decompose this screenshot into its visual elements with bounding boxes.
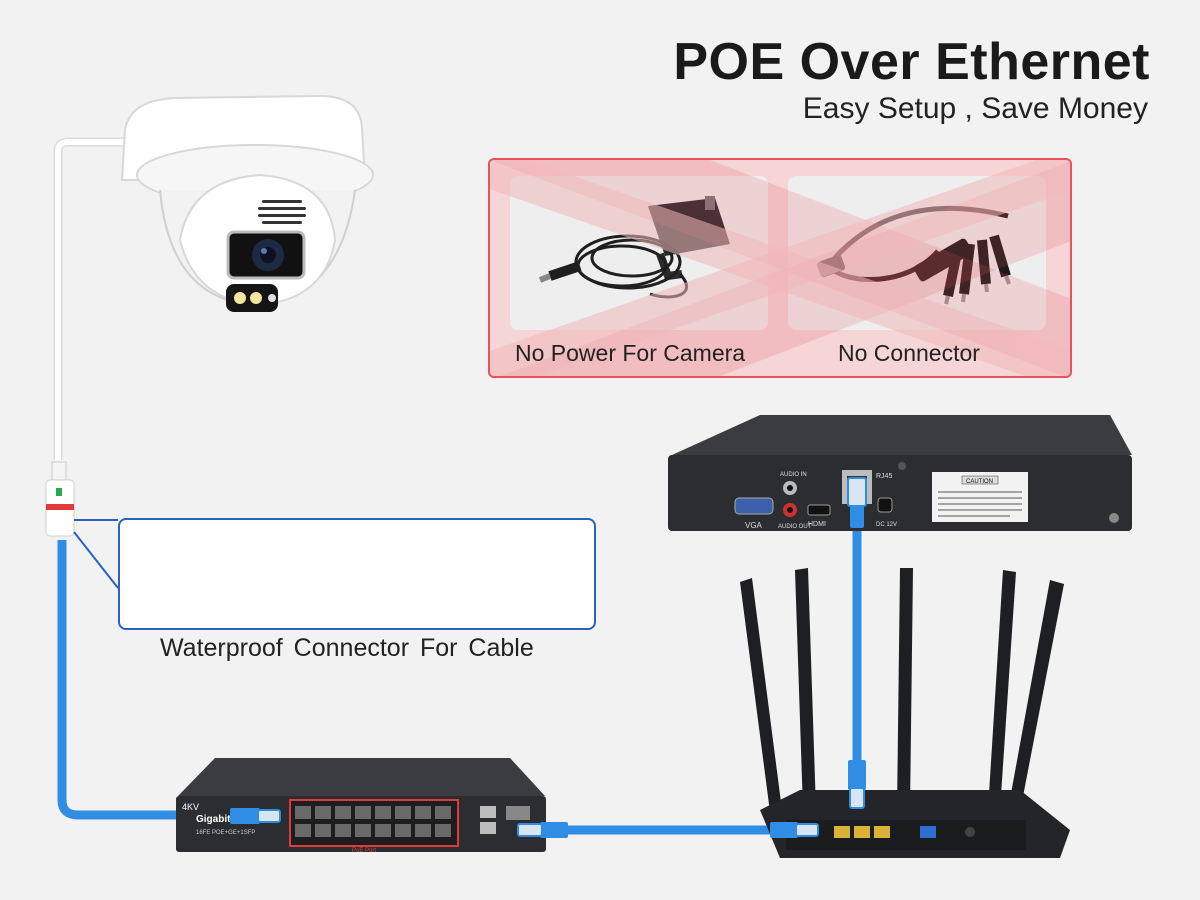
switch-port [355, 824, 371, 837]
switch-port [395, 824, 411, 837]
not-needed-panel: No Power For Camera No Connector [488, 158, 1072, 378]
switch-model-title: Gigabit [196, 814, 231, 825]
switch-cable-plugs [230, 808, 568, 838]
switch-model: 16FE POE+GE+1SFP [196, 830, 255, 836]
waterproof-label: Waterproof Connector For Cable [160, 634, 534, 662]
nvr-hdmi-label: HDMI [808, 521, 826, 528]
nvr-audio-in-label: AUDIO IN [780, 472, 807, 478]
switch-port [335, 806, 351, 819]
switch-port [295, 824, 311, 837]
switch-port [335, 824, 351, 837]
dome-camera [120, 94, 374, 312]
camera-connector [45, 461, 75, 537]
switch-port [395, 806, 411, 819]
nvr-vga-label: VGA [745, 521, 763, 530]
waterproof-callout-frame [118, 518, 596, 630]
poe-switch: 4KV Gigabit 16FE POE+GE+1SFP PoE Port [176, 758, 546, 854]
switch-port [315, 806, 331, 819]
switch-port [435, 806, 451, 819]
switch-port [435, 824, 451, 837]
nvr-rj45-label: RJ45 [876, 473, 892, 480]
cross-out-mark [490, 160, 1070, 376]
nvr-dc-label: DC 12V [876, 522, 897, 528]
switch-poe-port-label: PoE Port [352, 848, 376, 854]
nvr-cable-plug [847, 477, 867, 528]
switch-port [315, 824, 331, 837]
nvr-recorder: VGA AUDIO IN AUDIO OUT HDMI RJ45 DC 12V … [668, 415, 1132, 531]
nvr-audio-out-label: AUDIO OUT [778, 524, 812, 530]
switch-port [375, 824, 391, 837]
switch-brand: 4KV [182, 802, 199, 812]
page-subtitle: Easy Setup , Save Money [802, 92, 1148, 125]
router-cable-plugs [770, 760, 866, 838]
page-title: POE Over Ethernet [673, 33, 1150, 91]
no-power-label: No Power For Camera [515, 340, 746, 366]
switch-port [415, 824, 431, 837]
switch-port [295, 806, 311, 819]
switch-port [355, 806, 371, 819]
nvr-caution-label: CAUTION [966, 479, 993, 485]
wifi-router [740, 568, 1070, 858]
no-connector-label: No Connector [838, 340, 980, 366]
switch-port [375, 806, 391, 819]
switch-port [415, 806, 431, 819]
